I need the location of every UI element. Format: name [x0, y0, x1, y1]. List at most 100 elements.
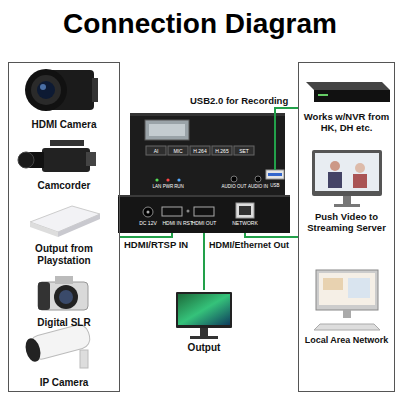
reset-hole — [187, 210, 190, 213]
hdmi-camera-icon — [25, 69, 98, 111]
port-label: AI — [154, 149, 159, 154]
connector-label: HDMI/RTSP IN — [124, 240, 188, 251]
nvr-icon — [306, 82, 390, 102]
camera-lens — [37, 81, 55, 99]
dslr-body — [38, 282, 88, 310]
camcorder-icon — [18, 140, 96, 172]
port-label: HDMI OUT — [192, 221, 217, 226]
port-label: PWR — [163, 185, 174, 190]
camcorder-lens — [18, 152, 34, 168]
hdmi-port — [162, 207, 182, 216]
bullet-front — [23, 337, 43, 364]
screen-content — [348, 278, 370, 298]
monitor-base — [190, 336, 218, 339]
nvr-front — [314, 90, 390, 102]
keyboard — [314, 324, 380, 330]
encoder-device — [118, 113, 290, 233]
hdmi-port — [194, 207, 214, 216]
device-edge — [130, 113, 285, 116]
dslr-icon — [38, 276, 88, 310]
nvr-top — [306, 82, 390, 90]
pc-frame — [316, 270, 378, 310]
button — [212, 146, 232, 155]
camcorder-battery — [86, 152, 96, 166]
screen-content — [323, 278, 343, 290]
port-label: RST — [183, 221, 193, 226]
port-label: RUN — [174, 185, 184, 190]
camcorder-handle — [50, 140, 84, 146]
node-label: Works w/NVR from HK, DH etc. — [299, 112, 394, 134]
port-label: DC 12V — [139, 221, 157, 226]
screen-stand — [343, 196, 351, 204]
console-side — [30, 222, 58, 237]
camera-lens — [31, 75, 61, 105]
node-label: Digital SLR — [9, 317, 119, 329]
audio-jack — [255, 176, 261, 182]
led — [166, 178, 169, 181]
node-label: IP Camera — [9, 377, 119, 389]
monitor-bezel — [176, 292, 232, 328]
monitor-node: Output — [174, 290, 234, 356]
port-label: LAN — [153, 185, 162, 190]
console-icon — [30, 206, 100, 237]
port-label: AUDIO OUT — [221, 185, 246, 190]
rj45-port — [236, 203, 254, 218]
camera-back — [92, 78, 98, 102]
person-head — [355, 163, 365, 173]
diagram-title: Connection Diagram — [0, 9, 400, 40]
person-body — [353, 174, 367, 188]
lan-icon — [314, 270, 380, 330]
pc-stand — [343, 310, 351, 318]
device-upper — [130, 113, 285, 195]
port-label: USB — [270, 184, 279, 189]
button — [234, 146, 254, 155]
led — [177, 178, 180, 181]
pc-screen — [319, 273, 375, 305]
port-label: NETWORK — [232, 221, 258, 226]
dslr-prism — [55, 276, 73, 284]
port-label: HDMI IN — [162, 221, 181, 226]
dslr-lens — [54, 285, 78, 309]
lcd-frame — [145, 120, 189, 140]
usb-port — [266, 170, 284, 179]
ip-camera-icon — [23, 323, 92, 368]
connector-line — [245, 233, 298, 237]
encoder-box: AIMICH.264H.265SETLANPWRRUNAUDIO OUTAUDI… — [118, 113, 290, 233]
output-panel: Works w/NVR from HK, DH etc. Push Video t… — [298, 62, 395, 392]
device-seam — [118, 195, 290, 197]
monitor-icon — [176, 292, 232, 339]
port-label: SET — [239, 149, 249, 154]
camera-lens — [25, 69, 67, 111]
person-head — [330, 161, 340, 171]
monitor-screen — [178, 294, 230, 325]
port-label: MIC — [173, 149, 182, 154]
usb-wire — [274, 113, 276, 170]
screen-frame — [312, 150, 382, 196]
camcorder-body — [42, 148, 90, 172]
audio-jack — [231, 176, 237, 182]
port-label: AUDIO IN — [248, 185, 268, 190]
node-label: Camcorder — [9, 180, 119, 192]
nvr-light — [318, 94, 328, 96]
node-label: Output from Playstation — [9, 243, 119, 266]
device-lower — [118, 197, 290, 233]
connector-line — [203, 233, 205, 290]
lens-glint — [40, 84, 46, 90]
connector-line — [120, 233, 172, 237]
dc-pin — [147, 211, 150, 214]
node-label: Local Area Network — [297, 335, 396, 345]
button — [190, 146, 210, 155]
connector-label: USB2.0 for Recording — [190, 96, 288, 107]
dslr-lens — [59, 290, 73, 304]
dslr-grip — [38, 282, 50, 310]
port-label: H.264 — [193, 149, 206, 154]
source-panel: HDMI CameraCamcorderOutput from Playstat… — [8, 62, 120, 392]
button — [146, 146, 166, 155]
lcd-screen — [149, 124, 185, 136]
led — [155, 178, 158, 181]
console-side — [58, 214, 100, 237]
connector-label: HDMI/Ethernet Out — [209, 240, 289, 250]
node-label: Push Video to Streaming Server — [299, 212, 394, 234]
dc-jack — [143, 207, 153, 217]
